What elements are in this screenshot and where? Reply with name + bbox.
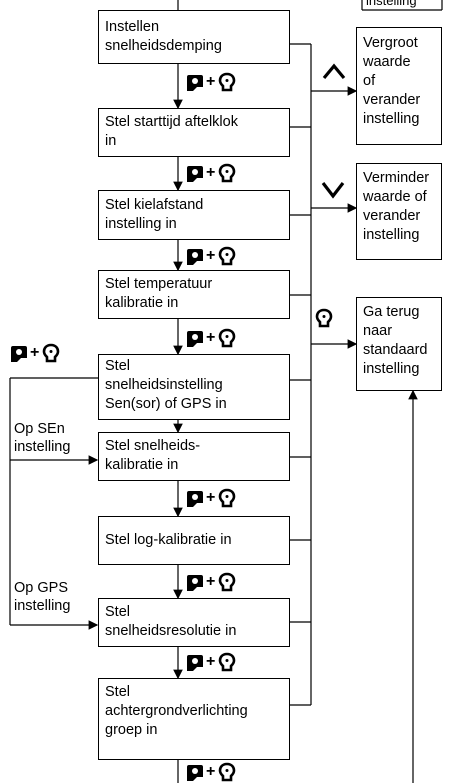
step-temperature-calibration[interactable]: Stel temperatuur kalibratie in <box>98 270 290 319</box>
step-keel-offset[interactable]: Stel kielafstand instelling in <box>98 190 290 240</box>
step-countdown-start[interactable]: Stel starttijd aftelklok in <box>98 108 290 157</box>
action-increase: Vergroot waarde of verander instelling <box>356 27 442 145</box>
mode-key-icon <box>187 75 203 91</box>
light-key-icon <box>218 488 236 508</box>
branch-gps-label: Op GPS instelling <box>14 579 71 615</box>
step-speed-resolution[interactable]: Stel snelheidsresolutie in <box>98 598 290 647</box>
mode-key-icon <box>11 346 27 362</box>
plus-sign: + <box>206 573 216 590</box>
mode-key-icon <box>187 655 203 671</box>
light-key-icon <box>218 652 236 672</box>
plus-sign: + <box>206 763 216 780</box>
plus-sign: + <box>30 344 40 361</box>
light-key-icon <box>218 572 236 592</box>
light-key-icon <box>218 328 236 348</box>
down-key-icon <box>321 182 345 199</box>
mode-key-icon <box>187 166 203 182</box>
step-log-calibration[interactable]: Stel log-kalibratie in <box>98 516 290 565</box>
step-backlight-group[interactable]: Stel achtergrondverlichting groep in <box>98 678 290 760</box>
mode-key-icon <box>187 765 203 781</box>
light-key-icon <box>315 308 333 328</box>
plus-sign: + <box>206 73 216 90</box>
step-speed-source[interactable]: Stel snelheidsinstelling Sen(sor) of GPS… <box>98 354 290 420</box>
light-key-icon <box>42 343 60 363</box>
branch-sen-label: Op SEn instelling <box>14 420 71 456</box>
plus-sign: + <box>206 164 216 181</box>
light-key-icon <box>218 163 236 183</box>
action-reset: Ga terug naar standaard instelling <box>356 297 442 391</box>
top-partial-label: instelling <box>366 0 417 8</box>
plus-sign: + <box>206 489 216 506</box>
light-key-icon <box>218 762 236 782</box>
up-key-icon <box>322 63 346 80</box>
light-key-icon <box>218 246 236 266</box>
plus-sign: + <box>206 329 216 346</box>
mode-key-icon <box>187 575 203 591</box>
action-decrease: Verminder waarde of verander instelling <box>356 163 442 260</box>
mode-key-icon <box>187 491 203 507</box>
plus-sign: + <box>206 653 216 670</box>
step-damping[interactable]: Instellen snelheidsdemping <box>98 10 290 64</box>
step-speed-calibration[interactable]: Stel snelheids- kalibratie in <box>98 432 290 481</box>
mode-key-icon <box>187 249 203 265</box>
light-key-icon <box>218 72 236 92</box>
mode-key-icon <box>187 331 203 347</box>
plus-sign: + <box>206 247 216 264</box>
